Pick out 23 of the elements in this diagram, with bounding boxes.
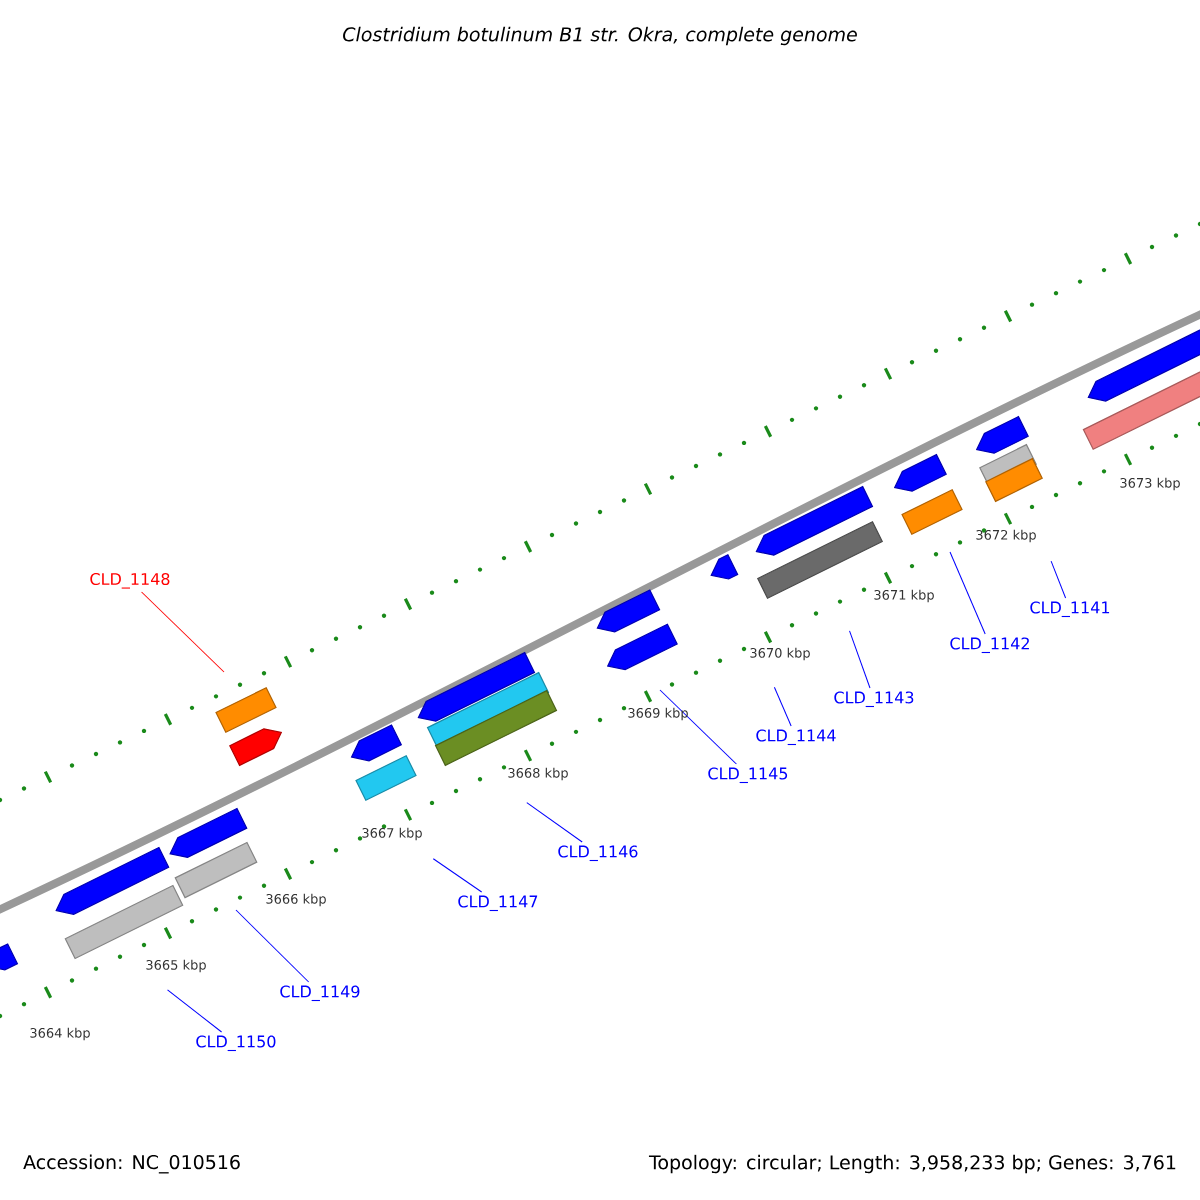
leader-line [141, 591, 225, 673]
gene-label: CLD_1143 [834, 691, 914, 708]
title: Clostridium botulinum B1 str. Okra, complete genome [343, 26, 857, 46]
gene-label: CLD_1145 [708, 767, 788, 784]
gene-label: CLD_1141 [1030, 601, 1110, 618]
gene-label: CLD_1146 [558, 845, 638, 862]
gene-label: CLD_1144 [756, 729, 836, 746]
leader-line [526, 802, 583, 843]
leader-line [949, 551, 986, 635]
gene-label: CLD_1150 [196, 1035, 276, 1052]
gene-label: CLD_1148 [90, 572, 170, 589]
leader-line [235, 909, 310, 983]
leader-line [1050, 560, 1067, 599]
leader-line [849, 630, 871, 689]
accession-text: Accession: NC_010516 [23, 1154, 240, 1174]
gene-label: CLD_1147 [458, 895, 538, 912]
genome-info-text: Topology: circular; Length: 3,958,233 bp; Genes: 3,761 [648, 1154, 1176, 1174]
gene-label: CLD_1149 [280, 985, 360, 1002]
gene-label: CLD_1142 [950, 637, 1029, 654]
leader-line [167, 989, 223, 1033]
leader-line [432, 858, 483, 893]
leader-line [659, 689, 737, 765]
leader-line [773, 686, 792, 727]
